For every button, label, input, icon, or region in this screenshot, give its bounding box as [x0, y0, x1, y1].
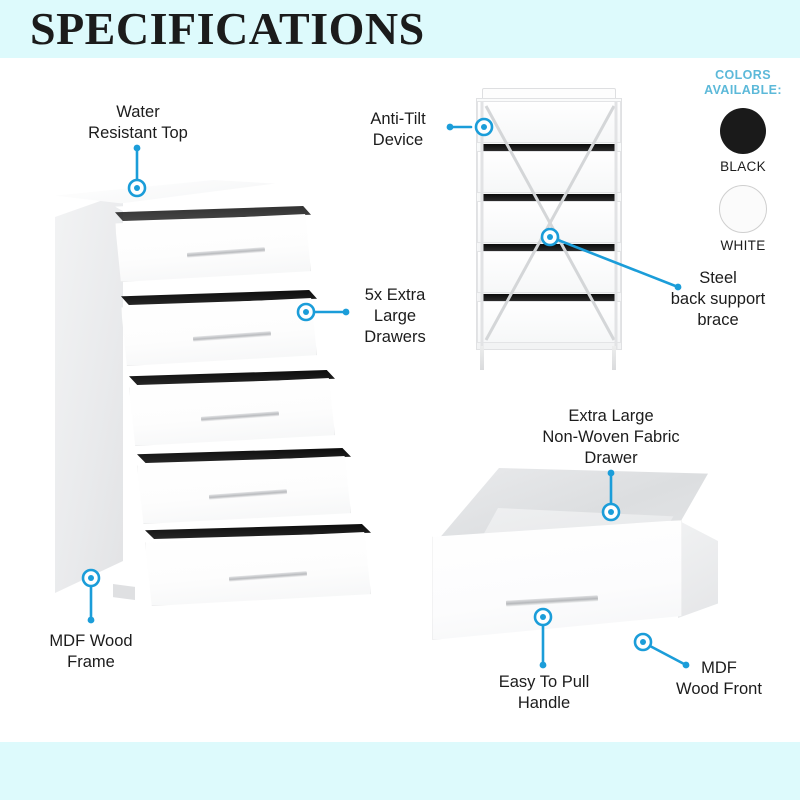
callout-non-woven-drawer: Extra Large Non-Woven Fabric Drawer	[542, 407, 680, 467]
black-swatch-label: BLACK	[720, 159, 766, 174]
drawer-front	[145, 532, 371, 606]
top-banner	[0, 0, 800, 58]
dresser-drawer	[115, 206, 311, 284]
cabinet-leg	[480, 346, 484, 370]
callout-easy-pull-handle: Easy To Pull Handle	[498, 673, 590, 712]
drawer-front	[137, 456, 351, 524]
black-swatch-circle	[720, 108, 766, 154]
page-title: SPECIFICATIONS	[30, 3, 425, 54]
drawer-front	[115, 214, 311, 282]
dresser-drawer	[145, 524, 371, 610]
bottom-banner	[0, 742, 800, 800]
callout-steel-brace: Steel back support brace	[670, 269, 766, 329]
white-swatch-circle	[719, 185, 767, 233]
dresser-drawer	[121, 290, 317, 368]
color-swatch-white[interactable]: WHITE	[688, 185, 798, 253]
fabric-bin-front-panel	[432, 520, 682, 640]
back-panel	[477, 151, 621, 193]
white-swatch-label: WHITE	[720, 238, 766, 253]
back-panel-gap	[481, 294, 617, 301]
fabric-bin-right-side	[678, 520, 718, 618]
color-swatch-black[interactable]: BLACK	[688, 108, 798, 174]
dresser-back-illustration	[468, 88, 628, 370]
colors-available-panel: COLORS AVAILABLE: BLACK WHITE	[688, 68, 798, 253]
callout-five-drawers: 5x Extra Large Drawers	[364, 286, 426, 346]
back-panel-gap	[481, 144, 617, 151]
fabric-drawer-illustration	[432, 468, 718, 658]
dresser-drawer	[129, 370, 335, 448]
cabinet-leg	[612, 346, 616, 370]
callout-anti-tilt-device: Anti-Tilt Device	[370, 110, 426, 149]
dresser-drawer	[137, 448, 351, 526]
drawer-front	[121, 298, 317, 366]
callout-mdf-wood-front: MDF Wood Front	[676, 659, 762, 698]
dresser-base-foot	[113, 584, 135, 600]
colors-available-title: COLORS AVAILABLE:	[704, 68, 782, 97]
dresser-side-panel	[55, 193, 123, 593]
callout-water-resistant-top: Water Resistant Top	[88, 103, 188, 142]
dresser-front-illustration	[55, 180, 385, 630]
back-panel-gap	[481, 194, 617, 201]
back-panel-gap	[481, 244, 617, 251]
steel-brace-icon	[480, 102, 618, 350]
drawer-front	[129, 378, 335, 446]
callout-mdf-wood-frame: MDF Wood Frame	[49, 632, 133, 671]
